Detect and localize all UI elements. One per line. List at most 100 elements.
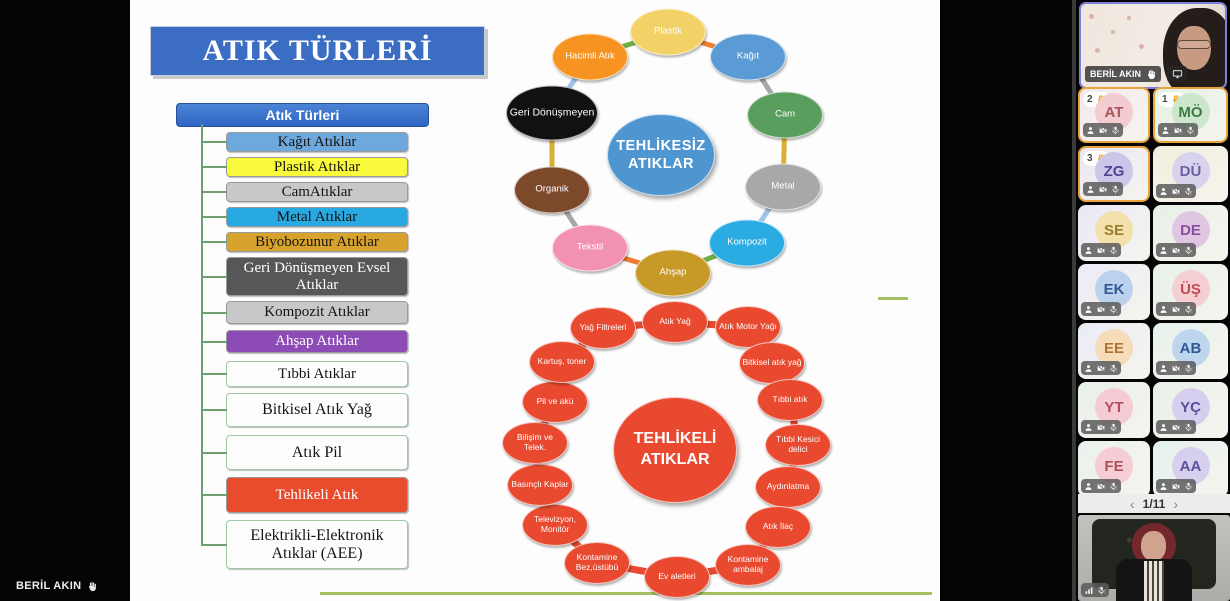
diagram-hazard-node: Televizyon, Monitör — [522, 504, 588, 546]
active-speaker-video[interactable]: BERİL AKIN — [1079, 2, 1227, 89]
wall-decor — [1111, 30, 1115, 34]
avatar: SE — [1095, 211, 1133, 250]
diagram-safe-node: Plastik — [630, 8, 706, 56]
participant-status-badge — [1081, 420, 1121, 434]
diagram-safe-node: Metal — [745, 163, 821, 211]
participant-status-icon — [1084, 364, 1093, 373]
participant-status-icon — [1084, 482, 1093, 491]
avatar: EK — [1095, 270, 1133, 309]
tree-item: Tehlikeli Atık — [226, 477, 408, 513]
tree-item: Geri Dönüşmeyen Evsel Atıklar — [226, 257, 408, 296]
tree-item: Biyobozunur Atıklar — [226, 232, 408, 252]
diagram-hazard-node: Atık Motor Yağı — [715, 306, 781, 348]
tree-item: Bitkisel Atık Yağ — [226, 393, 408, 427]
tree-connector-stub — [201, 494, 227, 496]
diagram-hazard-node: Basınçlı Kaplar — [507, 464, 573, 506]
participant-status-badge — [1083, 182, 1123, 196]
participant-tile[interactable]: EE — [1078, 323, 1150, 379]
tree-item: Kompozit Atıklar — [226, 301, 408, 324]
self-figure-face — [1141, 531, 1166, 561]
tree-connector-stub — [201, 275, 227, 278]
participant-initials: EE — [1103, 339, 1124, 357]
participant-status-icon — [1159, 423, 1168, 432]
mic-off-icon — [1184, 423, 1193, 432]
tree-item: Metal Atıklar — [226, 207, 408, 227]
participant-tile[interactable]: YÇ — [1153, 382, 1228, 438]
mic-off-icon — [1109, 423, 1118, 432]
participant-status-badge — [1081, 361, 1121, 375]
participant-tile[interactable]: YT — [1078, 382, 1150, 438]
participant-status-badge — [1156, 361, 1196, 375]
participant-status-icon — [1161, 126, 1170, 135]
diagram-safe-center: TEHLİKESİZ ATIKLAR — [607, 114, 715, 196]
participant-tile[interactable]: 3 ZG — [1078, 146, 1150, 202]
raise-order-number: 3 — [1087, 153, 1093, 164]
tree-item: Kağıt Atıklar — [226, 132, 408, 152]
tree-connector-stub — [201, 340, 227, 343]
tree-item: CamAtıklar — [226, 182, 408, 202]
sidebar-scrollbar[interactable] — [1072, 0, 1076, 601]
speaker-name: BERİL AKIN — [1090, 69, 1142, 79]
diagram-safe-node: Tekstil — [552, 224, 628, 272]
camera-off-icon — [1171, 423, 1181, 432]
participant-status-badge — [1158, 123, 1198, 137]
participant-initials: DÜ — [1179, 162, 1202, 180]
participant-tile[interactable]: AA — [1153, 441, 1228, 497]
participant-tile[interactable]: AB — [1153, 323, 1228, 379]
raise-order-number: 2 — [1087, 94, 1093, 105]
tree-root-header: Atık Türleri — [176, 103, 429, 127]
tree-connector-stub — [201, 311, 227, 314]
camera-off-icon — [1171, 187, 1181, 196]
participant-status-badge — [1081, 243, 1121, 257]
participant-status-badge — [1156, 243, 1196, 257]
diagram-hazard-node: Yağ Filtreleri — [570, 307, 636, 349]
pagination-next-button[interactable]: › — [1173, 495, 1179, 512]
avatar: DÜ — [1171, 152, 1210, 191]
participant-initials: AA — [1179, 457, 1202, 475]
participant-grid: 2 AT 1 MÖ 3 — [1078, 87, 1228, 497]
participant-tile[interactable]: DÜ — [1153, 146, 1228, 202]
participant-tile[interactable]: 1 MÖ — [1153, 87, 1228, 143]
participant-tile[interactable]: SE — [1078, 205, 1150, 261]
tree-connector-line — [201, 124, 203, 545]
mic-off-icon — [1109, 482, 1118, 491]
hand-raise-icon — [86, 581, 97, 592]
mic-off-icon — [1109, 305, 1118, 314]
self-view-video[interactable] — [1078, 515, 1230, 601]
participant-tile[interactable]: 2 AT — [1078, 87, 1150, 143]
tree-item: Elektrikli-Elektronik Atıklar (AEE) — [226, 520, 408, 569]
participant-initials: EK — [1103, 280, 1125, 298]
camera-off-icon — [1096, 423, 1106, 432]
signal-icon — [1084, 586, 1094, 595]
participant-initials: ÜŞ — [1180, 280, 1201, 298]
participant-tile[interactable]: DE — [1153, 205, 1228, 261]
participant-initials: FE — [1104, 457, 1124, 475]
avatar: YT — [1095, 388, 1133, 427]
diagram-safe-node: Organik — [514, 166, 590, 214]
tree-item: Plastik Atıklar — [226, 157, 408, 177]
participant-status-badge — [1156, 420, 1196, 434]
tree-connector-stub — [201, 141, 227, 143]
self-view-status-badge — [1081, 583, 1109, 597]
camera-off-icon — [1096, 482, 1106, 491]
camera-off-icon — [1171, 482, 1181, 491]
wall-decor — [1127, 16, 1131, 20]
participant-tile[interactable]: ÜŞ — [1153, 264, 1228, 320]
participant-tile[interactable]: EK — [1078, 264, 1150, 320]
participant-status-badge — [1156, 184, 1196, 198]
participant-initials: YT — [1104, 398, 1124, 416]
participant-initials: SE — [1103, 221, 1124, 239]
tree-connector-stub — [201, 373, 227, 375]
slide-accent-dash — [878, 297, 908, 300]
tree-connector-stub — [201, 216, 227, 218]
participant-status-icon — [1159, 364, 1168, 373]
avatar: EE — [1095, 329, 1133, 368]
participant-tile[interactable]: FE — [1078, 441, 1150, 497]
mic-off-icon — [1184, 187, 1193, 196]
participant-initials: AT — [1104, 103, 1124, 121]
tree-item: Atık Pil — [226, 435, 408, 470]
diagram-safe-node: Kompozit — [709, 219, 785, 267]
pagination-prev-button[interactable]: ‹ — [1129, 495, 1135, 512]
wall-decor — [1095, 48, 1100, 53]
camera-off-icon — [1096, 364, 1106, 373]
